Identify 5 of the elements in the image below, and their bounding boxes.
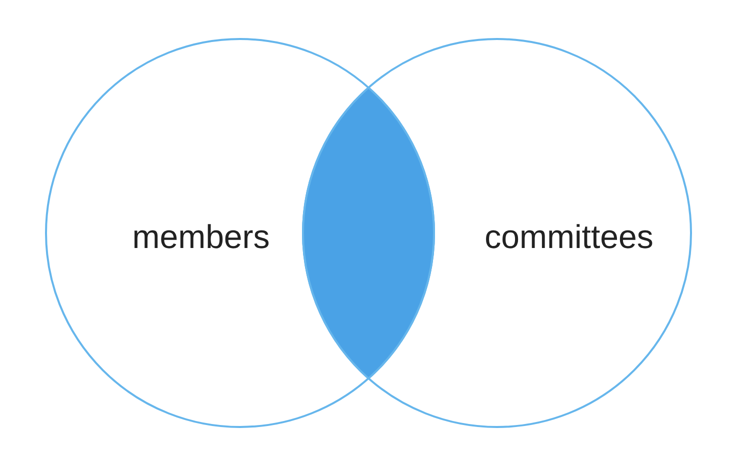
set-circle	[302, 38, 692, 428]
set-label: members	[132, 218, 270, 256]
set-label: committees	[484, 218, 654, 256]
overlap-region	[302, 86, 435, 380]
set-circle	[45, 38, 435, 428]
